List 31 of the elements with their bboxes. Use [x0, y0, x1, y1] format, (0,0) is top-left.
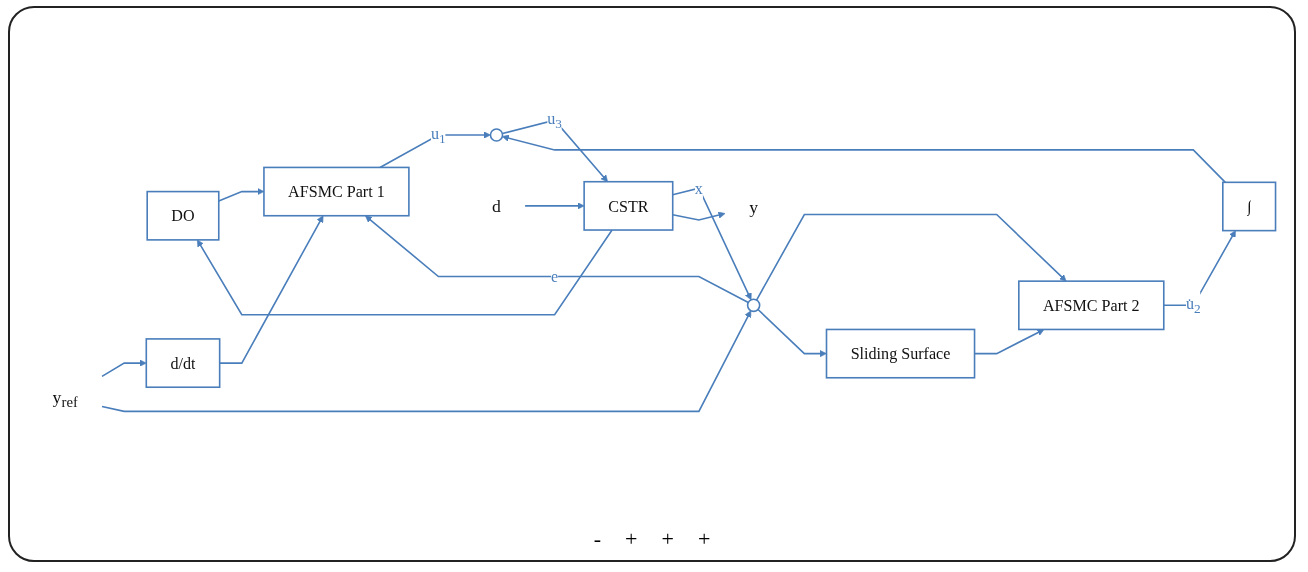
arrow	[757, 308, 827, 357]
sign-label: +	[697, 526, 711, 552]
node-box: Sliding Surface	[825, 328, 976, 379]
node-box: ∫	[1222, 181, 1277, 232]
node-box: AFSMC Part 2	[1018, 280, 1165, 331]
arrow	[502, 134, 1227, 183]
arrow	[365, 215, 750, 304]
edge-label: u$_{1}$	[431, 124, 446, 147]
arrow	[524, 202, 585, 210]
edge-label: e	[551, 267, 559, 286]
edge-label: u̇$_{2}$	[1185, 294, 1201, 317]
arrow	[197, 229, 613, 316]
node-box: CSTR	[583, 180, 674, 231]
node-text: d	[492, 195, 501, 216]
sign-label: +	[661, 526, 674, 552]
node-text: y	[749, 196, 759, 217]
edge-label: u$_{3}$	[547, 109, 562, 132]
node-circle	[746, 298, 761, 312]
sign-label: -	[593, 526, 602, 552]
arrow	[755, 213, 1067, 301]
arrow	[101, 310, 752, 413]
arrow	[379, 131, 491, 169]
node-circle	[489, 128, 504, 142]
node-box: DO	[146, 190, 220, 241]
sign-label: +	[625, 526, 638, 552]
arrow	[501, 119, 608, 182]
arrow	[101, 359, 147, 378]
node-text: y$_{ref}$	[52, 386, 78, 410]
node-box: d/dt	[145, 337, 221, 388]
edge-label: x	[694, 179, 703, 197]
node-box: AFSMC Part 1	[263, 166, 410, 217]
